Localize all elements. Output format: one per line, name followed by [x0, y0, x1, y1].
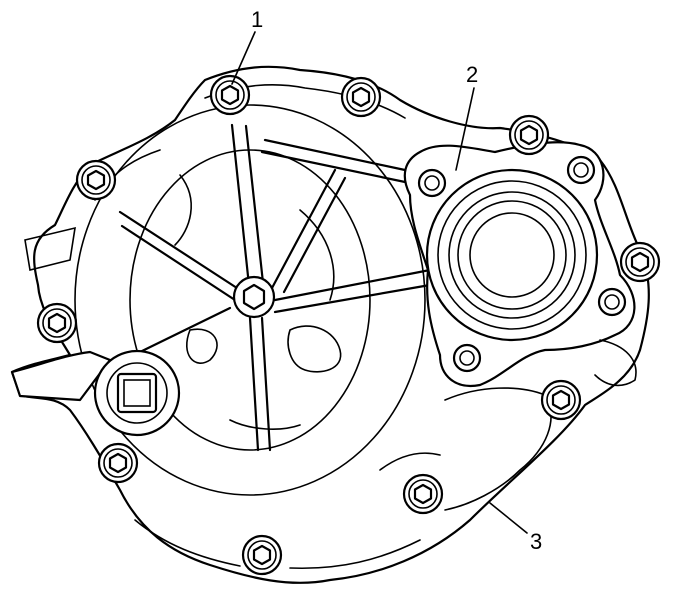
center-boss — [232, 275, 276, 319]
lower-flange — [379, 339, 637, 511]
shaft-boss — [10, 349, 181, 437]
bolt-top-right — [508, 114, 550, 156]
leader-1 — [231, 31, 256, 85]
bolt-top-center — [340, 76, 382, 118]
bolt-left-lower — [97, 442, 139, 484]
bolt-bottom — [241, 534, 283, 576]
bolt-right-lower — [540, 379, 582, 421]
callout-3-case-cover: 3 — [530, 529, 542, 554]
bolt-right — [619, 241, 661, 283]
bolt-top-left — [209, 74, 251, 116]
leader-lines — [231, 31, 528, 534]
callout-2-bearing-retainer: 2 — [466, 62, 478, 87]
bolts — [36, 74, 661, 576]
bolt-left-upper — [75, 159, 117, 201]
bearing-retainer-plate — [403, 141, 636, 388]
bolt-left-middle — [36, 302, 78, 344]
case-spokes — [74, 104, 432, 496]
leader-3 — [489, 502, 528, 534]
callout-1-bolt: 1 — [251, 7, 263, 32]
leader-2 — [455, 87, 475, 171]
bolt-bottom-right — [402, 473, 444, 515]
